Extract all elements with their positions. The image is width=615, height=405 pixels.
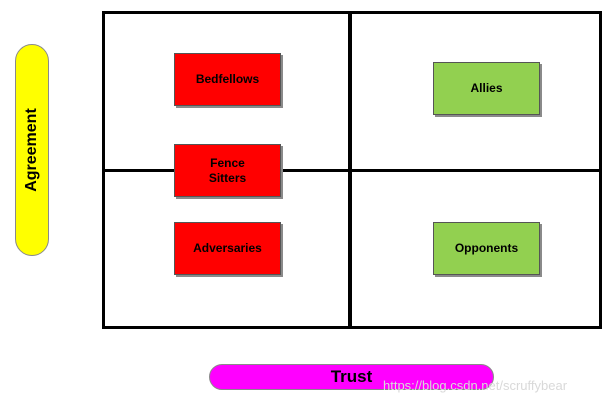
allies-label: Allies: [470, 81, 503, 95]
opponents-box: Opponents: [433, 222, 540, 275]
opponents-label: Opponents: [454, 241, 519, 255]
fence-sitters-label: Fence Sitters: [208, 155, 247, 185]
bedfellows-box: Bedfellows: [174, 53, 281, 106]
agreement-axis-label: Agreement: [23, 108, 40, 192]
horizontal-divider: [102, 169, 602, 172]
trust-axis-pill: Trust: [209, 364, 494, 390]
adversaries-label: Adversaries: [193, 241, 262, 255]
watermark-text: https://blog.csdn.net/scruffybear: [383, 378, 568, 393]
fence-sitters-box: Fence Sitters: [174, 144, 281, 197]
bedfellows-label: Bedfellows: [195, 72, 260, 86]
adversaries-box: Adversaries: [174, 222, 281, 275]
agreement-axis-pill: Agreement: [15, 44, 49, 256]
allies-box: Allies: [433, 62, 540, 115]
trust-axis-label: Trust: [330, 367, 373, 386]
